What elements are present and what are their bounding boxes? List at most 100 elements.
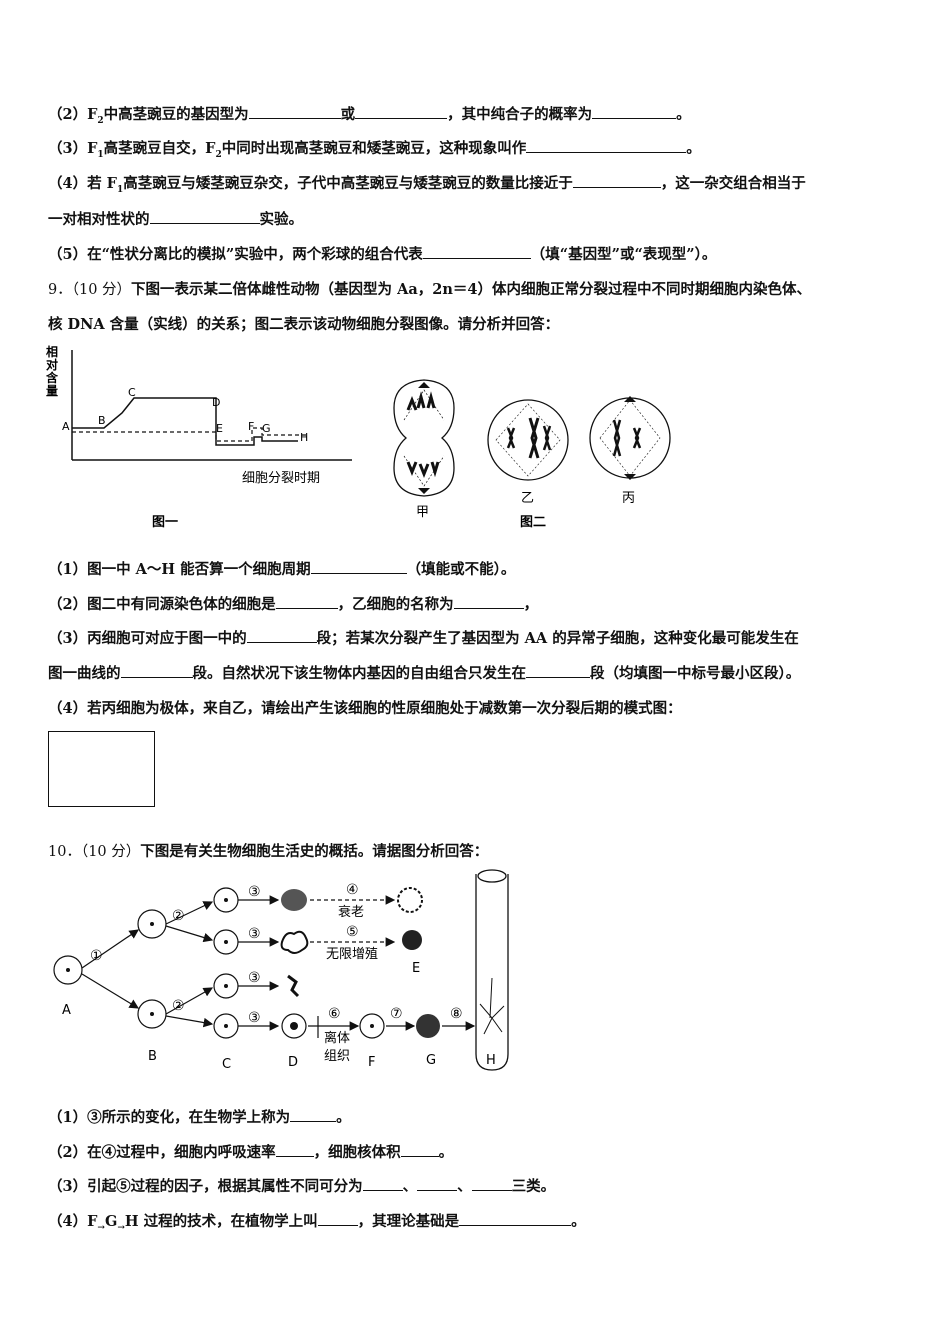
svg-text:B: B (98, 414, 106, 427)
answer-blank[interactable] (248, 104, 341, 119)
q10-part2: （2）在④过程中，细胞内呼吸速率，细胞核体积。 (48, 1142, 454, 1161)
q9-part3-cont: 图一曲线的段。自然状况下该生物体内基因的自由组合只发生在段（均填图一中标号最小区… (48, 663, 801, 682)
answer-blank[interactable] (526, 663, 590, 678)
answer-blank[interactable] (572, 173, 661, 188)
answer-blank[interactable] (417, 1176, 458, 1191)
cell-f (359, 1013, 385, 1039)
q8-part4: （4）若 F1高茎豌豆与矮茎豌豆杂交，子代中高茎豌豆与矮茎豌豆的数量比接近于，这… (48, 173, 806, 195)
answer-blank[interactable] (422, 244, 531, 259)
q9-part4: （4）若丙细胞为极体，来自乙，请绘出产生该细胞的性原细胞处于减数第一次分裂后期的… (48, 700, 682, 717)
svg-text:H: H (300, 431, 308, 444)
figure-one-graph: 相 对 含 量 A B C D E F G H 细胞分裂时期 图一 (46, 344, 352, 530)
svg-text:⑥: ⑥ (328, 1006, 341, 1022)
chromosome-dashed-line (72, 427, 308, 442)
svg-text:乙: 乙 (521, 491, 534, 506)
q8-part2: （2）F2中高茎豌豆的基因型为或，其中纯合子的概率为。 (48, 104, 691, 126)
answer-blank[interactable] (149, 209, 260, 224)
figure-two-caption: 图二 (520, 515, 546, 530)
svg-text:D: D (212, 396, 220, 409)
svg-text:A: A (62, 420, 70, 433)
q10-part3: （3）引起⑤过程的因子，根据其属性不同可分为、、三类。 (48, 1176, 556, 1195)
cell-labels: 甲 乙 丙 (416, 491, 635, 520)
svg-text:⑤: ⑤ (346, 924, 359, 940)
svg-text:⑧: ⑧ (450, 1006, 463, 1022)
q9-heading-cont: 核 DNA 含量（实线）的关系；图二表示该动物细胞分裂图像。请分析并回答： (48, 316, 560, 333)
svg-text:④: ④ (346, 882, 359, 898)
svg-text:衰老: 衰老 (338, 904, 364, 920)
svg-text:含: 含 (46, 370, 59, 385)
svg-text:C: C (222, 1057, 231, 1072)
q8-part5: （5）在“性状分离比的模拟”实验中，两个彩球的组合代表（填“基因型”或“表现型”… (48, 244, 717, 263)
x-axis-label: 细胞分裂时期 (242, 471, 320, 486)
q9-heading: 9．（10 分）下图一表示某二倍体雌性动物（基因型为 Aa，2n＝4）体内细胞正… (48, 281, 811, 298)
svg-text:③: ③ (248, 926, 261, 942)
svg-text:③: ③ (248, 1010, 261, 1026)
svg-text:②: ② (172, 998, 185, 1014)
q9-part3: （3）丙细胞可对应于图一中的段；若某次分裂产生了基因型为 AA 的异常子细胞，这… (48, 628, 799, 647)
drawing-answer-box[interactable] (48, 731, 155, 807)
answer-blank[interactable] (355, 104, 448, 119)
cell-jia (393, 379, 455, 497)
answer-blank[interactable] (526, 138, 687, 153)
svg-text:相: 相 (46, 344, 58, 359)
cell-yi (487, 399, 569, 481)
q9-part1: （1）图一中 A～H 能否算一个细胞周期（填能或不能）。 (48, 559, 516, 578)
answer-blank[interactable] (290, 1107, 337, 1122)
svg-text:甲: 甲 (416, 505, 429, 520)
q10-part4: （4）F→G→H 过程的技术，在植物学上叫，其理论基础是。 (48, 1211, 586, 1233)
svg-text:D: D (288, 1055, 298, 1070)
dna-solid-line (72, 397, 298, 446)
svg-text:C: C (128, 386, 136, 399)
answer-blank[interactable] (310, 559, 407, 574)
svg-text:F: F (248, 420, 254, 433)
cell-a (53, 955, 83, 985)
answer-blank[interactable] (275, 1142, 314, 1157)
svg-text:H: H (486, 1053, 496, 1068)
process-labels: 衰老 无限增殖 离体 组织 (324, 904, 378, 1064)
point-labels: A B C D E F G H (62, 386, 308, 444)
answer-blank[interactable] (120, 663, 193, 678)
svg-text:E: E (412, 961, 420, 976)
figure-one-caption: 图一 (152, 515, 178, 530)
svg-text:②: ② (172, 908, 185, 924)
step-numbers: ① ② ② ③ ③ ③ ③ ④ ⑤ ⑥ ⑦ ⑧ (90, 882, 463, 1026)
svg-text:③: ③ (248, 970, 261, 986)
q10-heading: 10．（10 分）下图是有关生物细胞生活史的概括。请据图分析回答： (48, 843, 489, 860)
figure-two-cells: 甲 乙 丙 图二 (393, 379, 671, 530)
svg-text:组织: 组织 (324, 1049, 350, 1064)
q9-part2: （2）图二中有同源染色体的细胞是，乙细胞的名称为， (48, 594, 539, 613)
answer-blank[interactable] (453, 594, 524, 609)
q10-part1: （1）③所示的变化，在生物学上称为。 (48, 1107, 351, 1126)
svg-text:无限增殖: 无限增殖 (326, 946, 378, 962)
cell-life-history-diagram: ① ② ② ③ ③ ③ ③ ④ ⑤ ⑥ ⑦ ⑧ 衰老 无限增殖 离体 组织 A … (53, 869, 509, 1072)
answer-blank[interactable] (317, 1211, 358, 1226)
y-axis-label: 相 对 含 量 (46, 344, 59, 398)
svg-text:①: ① (90, 948, 103, 964)
svg-text:E: E (216, 422, 223, 435)
q8-part3: （3）F1高茎豌豆自交，F2中同时出现高茎豌豆和矮茎豌豆，这种现象叫作。 (48, 138, 701, 160)
svg-text:F: F (368, 1055, 375, 1070)
answer-blank[interactable] (471, 1176, 512, 1191)
svg-text:B: B (148, 1049, 157, 1064)
cell-d (281, 1013, 307, 1039)
test-tube-plant (475, 869, 509, 1071)
svg-text:对: 对 (46, 357, 58, 372)
answer-blank[interactable] (592, 104, 677, 119)
answer-blank[interactable] (362, 1176, 403, 1191)
q8-part4-cont: 一对相对性状的实验。 (48, 209, 303, 228)
svg-text:丙: 丙 (622, 491, 635, 506)
answer-blank[interactable] (400, 1142, 439, 1157)
svg-text:⑦: ⑦ (390, 1006, 403, 1022)
svg-text:③: ③ (248, 884, 261, 900)
svg-text:G: G (426, 1053, 436, 1068)
answer-blank[interactable] (459, 1211, 572, 1226)
stage-letters: A B C D E F G H (62, 961, 496, 1072)
answer-blank[interactable] (246, 628, 317, 643)
svg-text:A: A (62, 1003, 71, 1018)
specialized-cells (280, 887, 440, 1038)
svg-text:离体: 离体 (324, 1030, 350, 1046)
svg-text:G: G (262, 422, 271, 435)
cell-bing (589, 396, 671, 480)
svg-text:量: 量 (46, 384, 58, 398)
answer-blank[interactable] (275, 594, 338, 609)
